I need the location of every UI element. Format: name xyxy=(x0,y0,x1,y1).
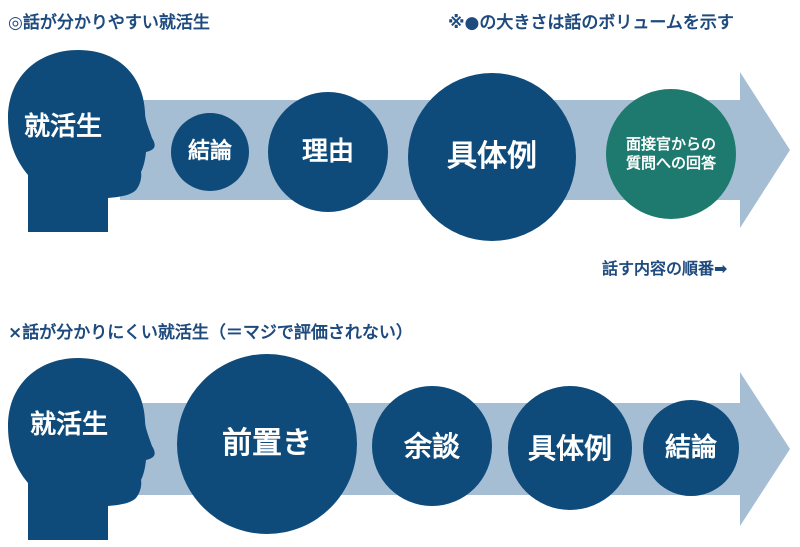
bad-person-label: 就活生 xyxy=(30,410,109,440)
good-step-example: 具体例 xyxy=(408,73,576,241)
good-person-label: 就活生 xyxy=(24,112,103,142)
good-step-reason: 理由 xyxy=(268,92,388,212)
good-step-interview-answer: 面接官からの 質問への回答 xyxy=(606,89,736,219)
bad-step-preamble: 前置き xyxy=(177,354,357,534)
order-note: 話す内容の順番➡ xyxy=(602,259,728,278)
bad-section-title: ×話が分かりにくい就活生（＝マジで評価されない） xyxy=(8,323,413,343)
bad-step-example: 具体例 xyxy=(508,386,632,510)
bad-step-digression: 余談 xyxy=(372,386,492,506)
bad-step-conclusion: 結論 xyxy=(643,400,739,496)
good-section-title: ◎話が分かりやすい就活生 xyxy=(8,13,210,33)
legend-note: ※●の大きさは話のボリュームを示す xyxy=(448,13,734,33)
good-step-conclusion: 結論 xyxy=(171,113,249,191)
